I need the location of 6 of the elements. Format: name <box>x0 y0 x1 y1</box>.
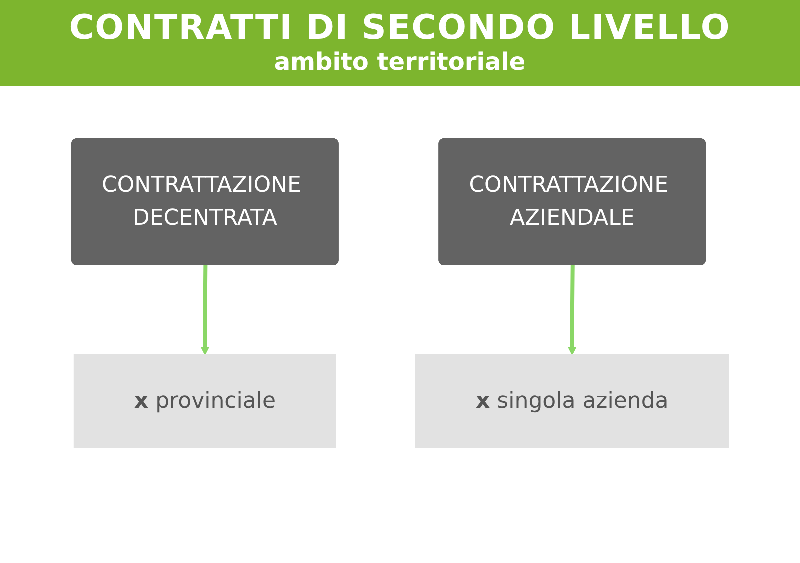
node-box: x singola azienda <box>415 354 729 448</box>
arrow <box>200 265 210 356</box>
node-box: x provinciale <box>74 354 336 448</box>
subtitle: ambito territoriale <box>274 48 526 76</box>
arrow <box>568 265 576 356</box>
title: CONTRATTI DI SECONDO LIVELLO <box>69 8 731 48</box>
